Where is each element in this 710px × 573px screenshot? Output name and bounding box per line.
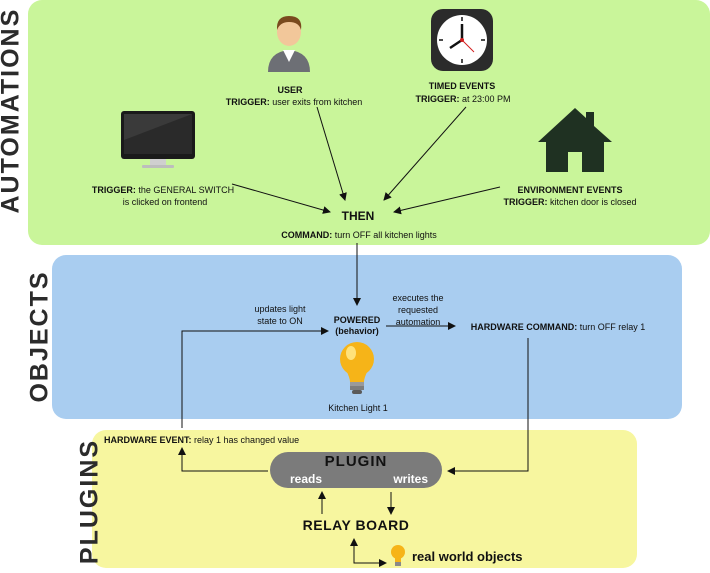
switch-trigger-line2: is clicked on frontend xyxy=(122,197,208,207)
user-icon xyxy=(268,16,310,72)
environment-title: ENVIRONMENT EVENTS xyxy=(517,185,623,195)
executes-line1: executes the xyxy=(392,293,444,303)
hardware-command: HARDWARE COMMAND: turn OFF relay 1 xyxy=(470,322,646,332)
real-world-objects-label: real world objects xyxy=(412,549,523,564)
timed-title: TIMED EVENTS xyxy=(428,81,496,91)
updates-line1: updates light xyxy=(254,304,306,314)
updates-line2: state to ON xyxy=(257,316,303,326)
small-lightbulb-icon xyxy=(391,545,405,566)
powered-label: POWERED xyxy=(333,315,381,325)
command-text: COMMAND: turn OFF all kitchen lights xyxy=(281,230,437,240)
kitchen-light-label: Kitchen Light 1 xyxy=(328,403,388,413)
relay-board-label: RELAY BOARD xyxy=(302,517,410,533)
then-label: THEN xyxy=(341,209,375,223)
plugin-title: PLUGIN xyxy=(324,453,388,470)
plugin-reads: reads xyxy=(290,472,323,486)
hardware-event: HARDWARE EVENT: relay 1 has changed valu… xyxy=(104,435,300,445)
executes-line3: automation xyxy=(395,317,441,327)
behavior-label: (behavior) xyxy=(335,326,379,336)
environment-trigger: TRIGGER: kitchen door is closed xyxy=(503,197,637,207)
user-trigger: TRIGGER: user exits from kitchen xyxy=(225,97,363,107)
lightbulb-icon xyxy=(340,342,374,394)
timed-trigger: TRIGGER: at 23:00 PM xyxy=(415,94,511,104)
switch-trigger-line1: TRIGGER: the GENERAL SWITCH xyxy=(91,185,235,195)
plugin-writes: writes xyxy=(393,472,428,486)
house-icon xyxy=(538,108,612,172)
user-title: USER xyxy=(277,85,303,95)
monitor-icon xyxy=(121,111,195,168)
executes-line2: requested xyxy=(397,305,439,315)
objects-section xyxy=(52,255,682,419)
plugin-box: PLUGIN reads writes xyxy=(270,452,442,488)
clock-icon xyxy=(431,9,493,71)
